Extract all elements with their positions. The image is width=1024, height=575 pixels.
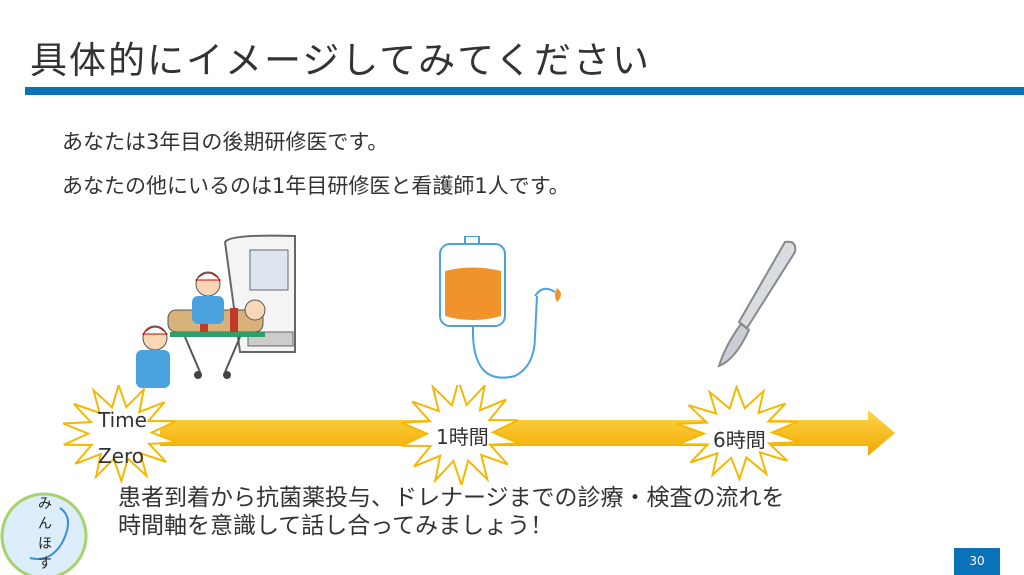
minhosu-logo	[0, 492, 88, 575]
timeline	[62, 385, 895, 485]
slide-title: 具体的にイメージしてみてください	[30, 39, 652, 82]
one-hour-label: 1時間	[436, 425, 489, 449]
scalpel-illustration	[717, 240, 797, 368]
title-underline	[25, 87, 1024, 95]
logo-text: みんほす	[38, 496, 52, 572]
time-zero-label-2: Zero	[98, 444, 145, 468]
time-zero-label-1: Time	[98, 408, 147, 432]
page-number: 30	[954, 548, 1000, 575]
timeline-arrow	[160, 410, 895, 456]
six-hour-label: 6時間	[713, 428, 766, 452]
intro-line-2: あなたの他にいるのは1年目研修医と看護師1人です。	[62, 174, 570, 198]
prompt-line-1: 患者到着から抗菌薬投与、ドレナージまでの診療・検査の流れを	[118, 485, 785, 511]
intro-line-1: あなたは3年目の後期研修医です。	[62, 130, 389, 154]
starburst-0	[62, 385, 178, 485]
starburst-2	[676, 385, 800, 482]
ambulance-stretcher-illustration	[136, 234, 296, 388]
discussion-prompt: 患者到着から抗菌薬投与、ドレナージまでの診療・検査の流れを 時間軸を意識して話し…	[118, 484, 785, 540]
prompt-line-2: 時間軸を意識して話し合ってみましょう！	[118, 513, 554, 539]
iv-drip-illustration	[439, 236, 561, 379]
starburst-1	[400, 385, 520, 485]
